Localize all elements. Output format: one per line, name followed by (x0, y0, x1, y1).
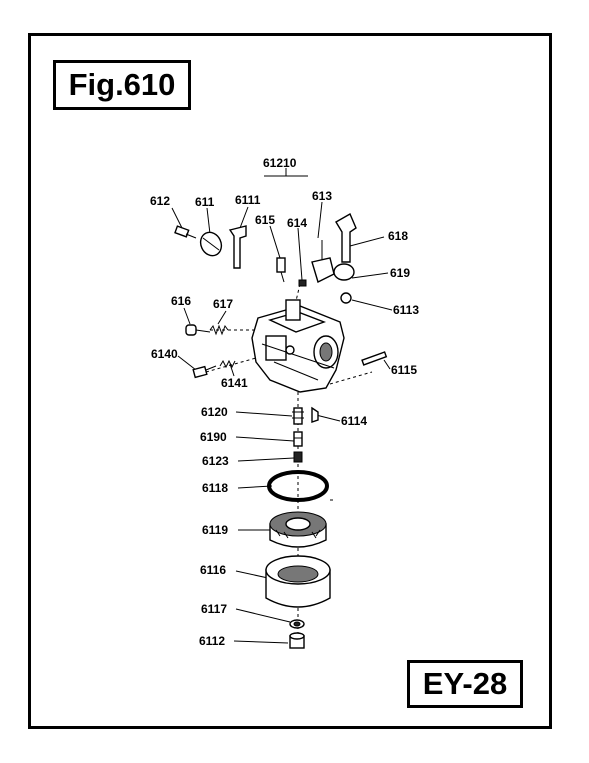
label-6115: 6115 (391, 363, 417, 377)
part-617-spring (209, 324, 229, 336)
label-6118: 6118 (202, 481, 228, 495)
diagram-frame (28, 33, 552, 729)
part-6120-main-nozzle (292, 407, 304, 425)
label-6120: 6120 (201, 405, 228, 419)
part-613-choke-lever (311, 240, 335, 283)
label-619: 619 (390, 266, 410, 280)
label-614: 614 (287, 216, 307, 230)
label-6112: 6112 (199, 634, 225, 648)
figure-title: Fig.610 (53, 60, 191, 110)
label-618: 618 (388, 229, 408, 243)
part-614-screw (298, 279, 307, 287)
leader-lines (171, 168, 393, 648)
label-6123: 6123 (202, 454, 229, 468)
part-6112-drain-bolt (289, 632, 305, 649)
part-6140-pilot-screw (192, 365, 217, 379)
label-6119: 6119 (202, 523, 228, 537)
part-6116-float-chamber (265, 555, 331, 608)
label-615: 615 (255, 213, 275, 227)
label-6140: 6140 (151, 347, 178, 361)
part-616-screw (185, 324, 211, 336)
part-6118-gasket (267, 470, 329, 502)
label-6114: 6114 (341, 414, 367, 428)
part-6117-washer (289, 619, 305, 629)
label-6113: 6113 (393, 303, 419, 317)
label-61210: 61210 (263, 156, 297, 170)
carburetor-body (251, 299, 345, 393)
part-6119-float (269, 511, 327, 548)
label-6117: 6117 (201, 602, 227, 616)
label-612: 612 (150, 194, 170, 208)
label-617: 617 (213, 297, 233, 311)
part-611-throttle-plate (199, 231, 223, 257)
part-6123-washer (293, 451, 303, 463)
part-6115-pin (361, 351, 388, 366)
label-6116: 6116 (200, 563, 226, 577)
part-6190-main-jet (293, 431, 303, 447)
part-619-choke-plate (333, 263, 355, 281)
part-615-idle-screw (276, 257, 286, 283)
part-6141-spring (219, 359, 236, 369)
model-code: EY-28 (407, 660, 523, 708)
label-616: 616 (171, 294, 191, 308)
part-612-screw (174, 225, 197, 239)
part-6111-throttle-shaft (228, 225, 247, 269)
label-611: 611 (195, 195, 215, 209)
part-6114-float-pin (311, 406, 319, 423)
label-613: 613 (312, 189, 332, 203)
label-6141: 6141 (221, 376, 248, 390)
part-618-choke-shaft (335, 213, 357, 263)
label-6111: 6111 (235, 193, 261, 207)
part-6113-nut (340, 292, 352, 304)
label-6190: 6190 (200, 430, 227, 444)
part-labels: 61210 612 611 6111 615 614 613 618 619 6… (150, 156, 419, 648)
